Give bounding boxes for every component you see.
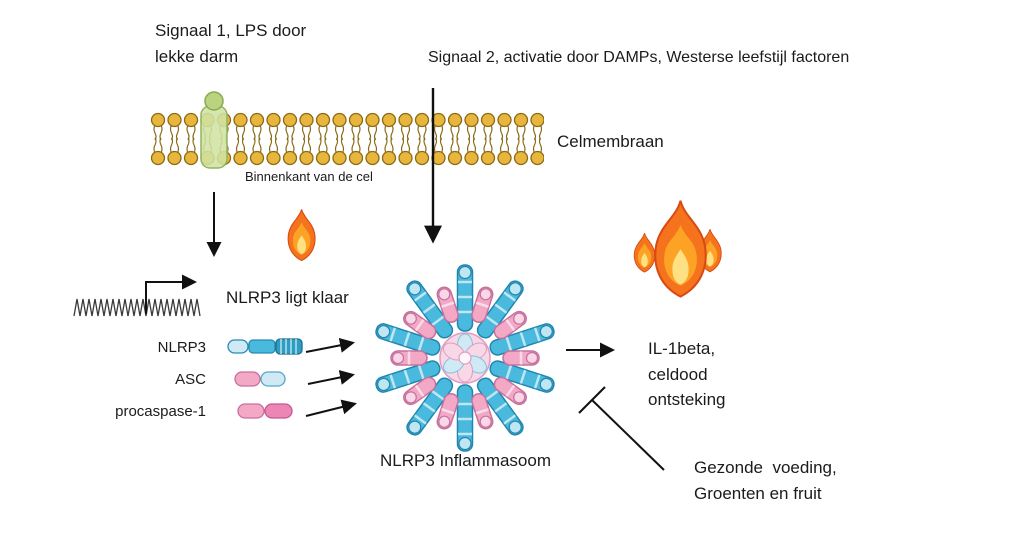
- dna-coil-icon: [73, 298, 201, 317]
- assembly-arrow-nlrp3: [305, 337, 355, 353]
- signal2-label: Signaal 2, activatie door DAMPs, Westers…: [428, 49, 850, 66]
- transcription-arrow: [145, 274, 197, 314]
- inhibition-bar-icon: [578, 386, 665, 471]
- assembly-arrow-procaspase1: [305, 399, 357, 417]
- procaspase1-protein-icon: [237, 403, 293, 419]
- procaspase1-component-label: procaspase-1: [115, 403, 206, 420]
- assembly-arrow-asc: [307, 370, 355, 385]
- asc-protein-icon: [234, 371, 286, 387]
- nlrp3-protein-icon: [227, 338, 303, 355]
- membrane-receptor-icon: [200, 91, 228, 169]
- flame-icon-large: [633, 199, 722, 298]
- flame-icon-small: [287, 208, 316, 262]
- inside-cell-label: Binnenkant van de cel: [245, 169, 373, 184]
- healthy-food-label: Gezonde voeding, Groenten en fruit: [694, 458, 837, 503]
- nlrp3-component-label: NLRP3: [157, 339, 206, 356]
- nlrp3-ready-label: NLRP3 ligt klaar: [226, 288, 349, 307]
- nlrp3-inflammasome-structure: [372, 263, 558, 453]
- il1beta-outcome-label: IL-1beta, celdood ontsteking: [648, 339, 726, 409]
- cell-membrane-label: Celmembraan: [557, 132, 664, 151]
- asc-component-label: ASC: [175, 371, 206, 388]
- inflammasome-label: NLRP3 Inflammasoom: [380, 451, 552, 470]
- signal1-label: Signaal 1, LPS door lekke darm: [155, 21, 307, 66]
